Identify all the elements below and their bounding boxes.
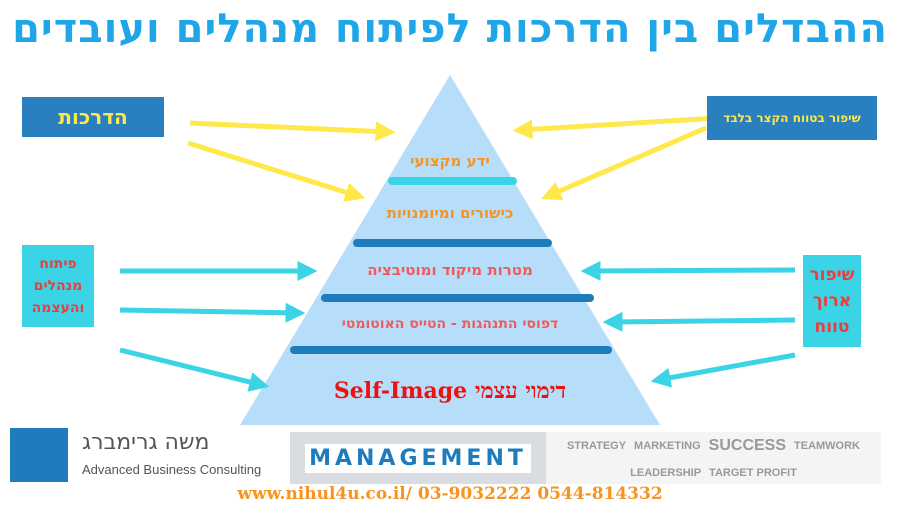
training-label: הדרכות: [58, 105, 128, 129]
banner-text: TARGET PROFIT: [709, 467, 797, 479]
arrow: [512, 115, 719, 140]
management-banner: MANAGEMENT: [290, 432, 546, 484]
arrow: [119, 347, 270, 392]
level-goals: מטרות מיקוד ומוטיבציה: [367, 261, 533, 279]
arrow: [119, 302, 306, 323]
cyan-arrows: [119, 260, 796, 392]
training-box: הדרכות: [22, 97, 164, 137]
development-label: פיתוח מנהלים והעצמה: [31, 256, 85, 316]
arrow: [541, 125, 707, 201]
banner-text: STRATEGY: [566, 440, 627, 452]
long-term-label: שיפור ארוך טווח: [809, 265, 855, 337]
company-logo: משה גרימברג Advanced Business Consulting: [10, 428, 265, 482]
short-term-label: שיפור בטווח הקצר בלבד: [723, 111, 861, 125]
pyramid: [240, 75, 660, 425]
banner-word: MANAGEMENT: [305, 443, 531, 473]
page-title: ההבדלים בין הדרכות לפיתוח מנהלים ועובדים: [12, 6, 888, 52]
banner-text: TEAMWORK: [794, 440, 861, 452]
arrow: [187, 140, 366, 202]
arrow: [189, 120, 396, 142]
logo-subtitle: Advanced Business Consulting: [82, 462, 262, 477]
arrow: [650, 352, 796, 388]
yellow-arrows: [187, 115, 719, 202]
banner-text: MARKETING: [634, 440, 701, 452]
level-skills: כישורים ומיומנויות: [386, 204, 514, 222]
long-term-box: שיפור ארוך טווח: [803, 255, 861, 347]
development-box: פיתוח מנהלים והעצמה: [22, 245, 94, 327]
banner-text: LEADERSHIP: [630, 467, 702, 479]
arrow: [580, 260, 796, 281]
business-words-banner: STRATEGY MARKETING SUCCESS TEAMWORK LEAD…: [546, 432, 881, 484]
logo-mark: [10, 428, 68, 482]
arrow: [602, 311, 796, 332]
short-term-box: שיפור בטווח הקצר בלבד: [707, 96, 877, 140]
level-behavior: דפוסי התנהגות - הטייס האוטומטי: [341, 316, 559, 332]
logo-name: משה גרימברג: [82, 430, 210, 455]
contact-info[interactable]: www.nihul4u.co.il/ 03-9032222 0544-81433…: [237, 484, 663, 504]
banner-text: SUCCESS: [708, 437, 787, 454]
level-knowledge: ידע מקצועי: [410, 152, 490, 170]
level-self-image: דימוי עצמי Self-Image: [333, 378, 567, 404]
